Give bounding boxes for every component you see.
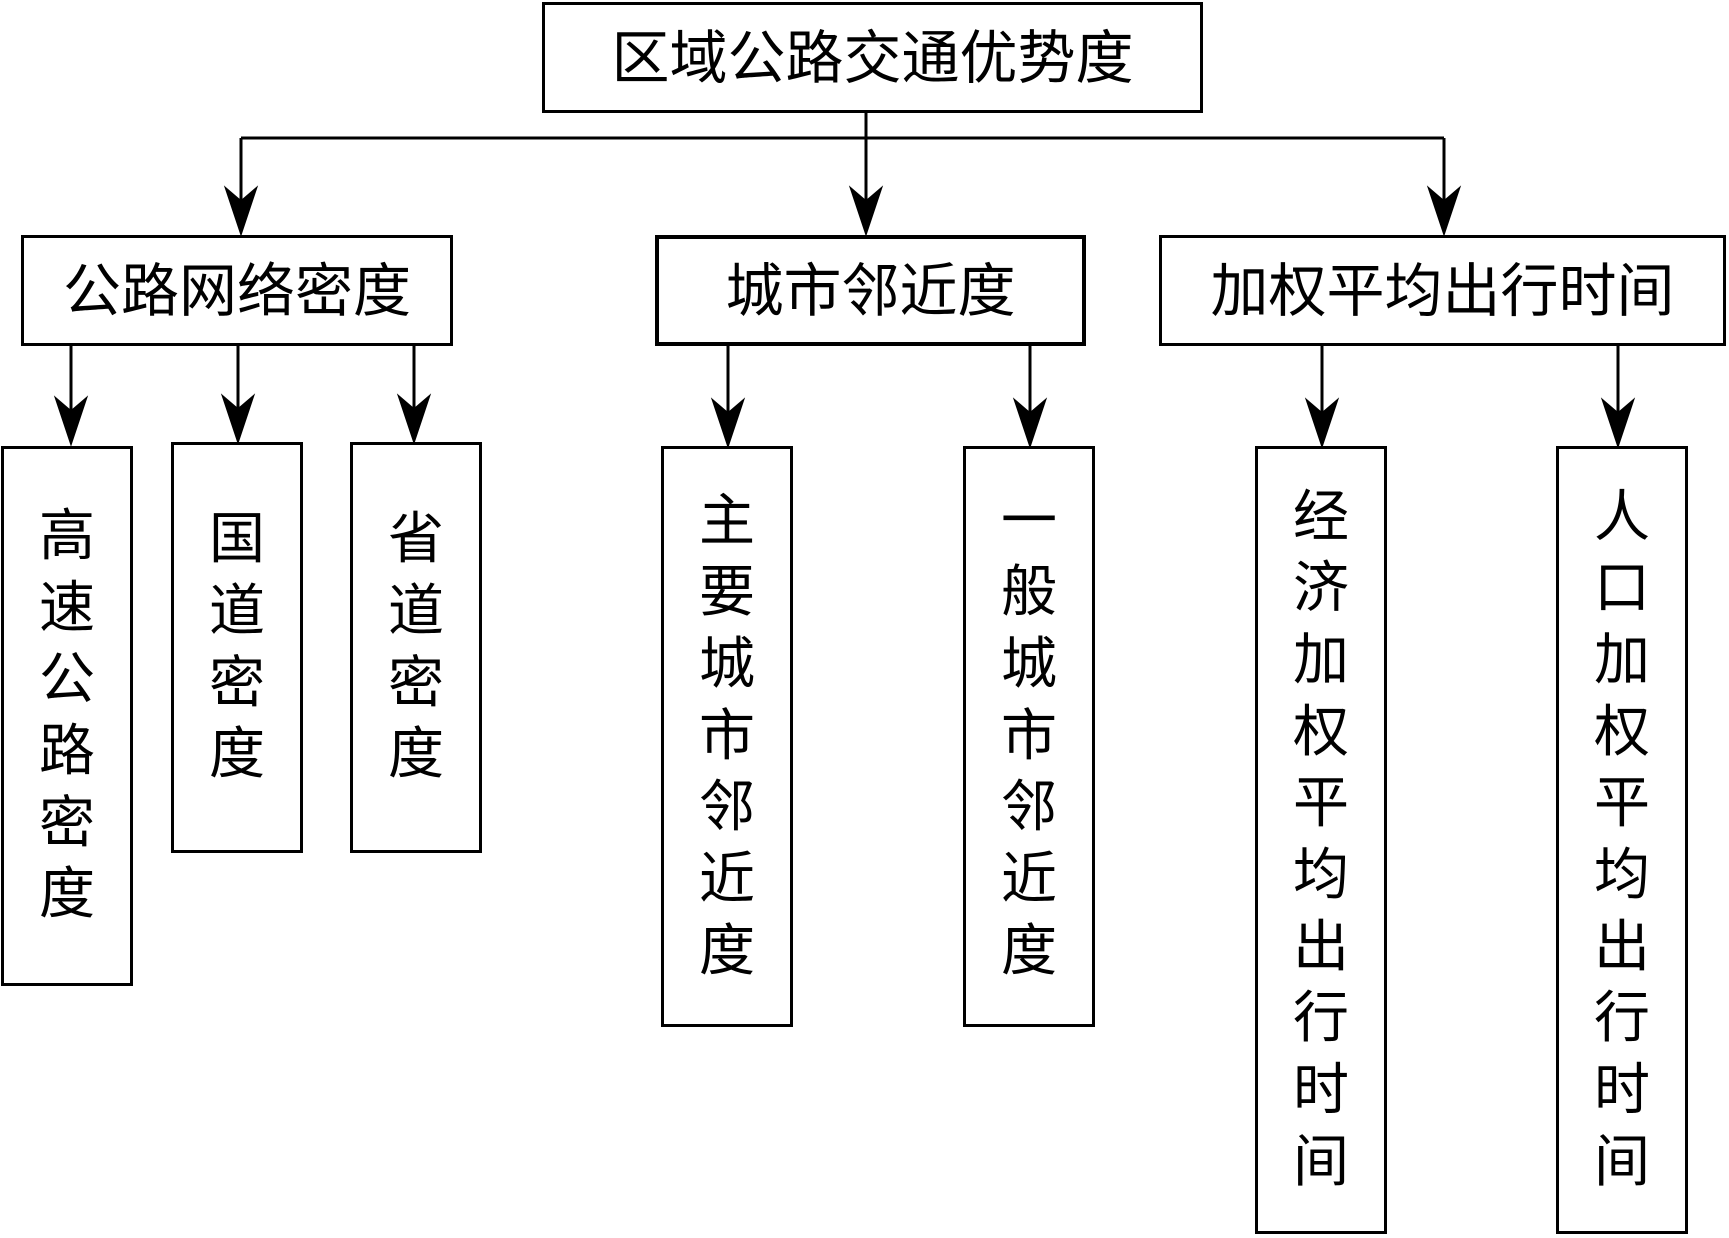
arrowhead-leaf-3-2 xyxy=(1600,397,1636,449)
arrowhead-leaf-3-1 xyxy=(1304,397,1340,449)
leaf-node-label: 一般城市邻近度 xyxy=(1001,488,1057,984)
leaf-node-label: 经济加权平均出行时间 xyxy=(1293,484,1349,1195)
arrowhead-leaf-2-1 xyxy=(710,397,746,449)
leaf-node-population-weighted-travel-time: 人口加权平均出行时间 xyxy=(1556,446,1688,1234)
arrowhead-leaf-1-3 xyxy=(396,393,432,445)
category-node-city-proximity: 城市邻近度 xyxy=(655,235,1086,346)
category-node-label: 公路网络密度 xyxy=(62,256,411,325)
arrowhead-category-3 xyxy=(1426,185,1462,237)
leaf-node-national-road-density: 国道密度 xyxy=(171,442,303,853)
category-node-label: 城市邻近度 xyxy=(725,256,1016,325)
root-node-label: 区域公路交通优势度 xyxy=(611,23,1134,92)
arrowhead-category-1 xyxy=(223,185,259,237)
arrowhead-leaf-1-2 xyxy=(220,393,256,445)
leaf-node-label: 主要城市邻近度 xyxy=(699,488,755,984)
leaf-node-expressway-density: 高速公路密度 xyxy=(1,446,133,986)
leaf-node-provincial-road-density: 省道密度 xyxy=(350,442,482,853)
leaf-node-major-city-proximity: 主要城市邻近度 xyxy=(661,446,793,1027)
arrowhead-leaf-1-1 xyxy=(53,395,89,447)
category-node-road-network-density: 公路网络密度 xyxy=(21,235,453,346)
category-node-label: 加权平均出行时间 xyxy=(1210,256,1675,325)
leaf-node-label: 国道密度 xyxy=(209,507,265,788)
arrowhead-category-2 xyxy=(848,185,884,237)
root-node: 区域公路交通优势度 xyxy=(542,2,1203,113)
leaf-node-label: 省道密度 xyxy=(388,507,444,788)
leaf-node-general-city-proximity: 一般城市邻近度 xyxy=(963,446,1095,1027)
arrowhead-leaf-2-2 xyxy=(1012,397,1048,449)
leaf-node-economic-weighted-travel-time: 经济加权平均出行时间 xyxy=(1255,446,1387,1234)
leaf-node-label: 高速公路密度 xyxy=(39,503,95,928)
leaf-node-label: 人口加权平均出行时间 xyxy=(1594,484,1650,1195)
category-node-weighted-travel-time: 加权平均出行时间 xyxy=(1159,235,1726,346)
